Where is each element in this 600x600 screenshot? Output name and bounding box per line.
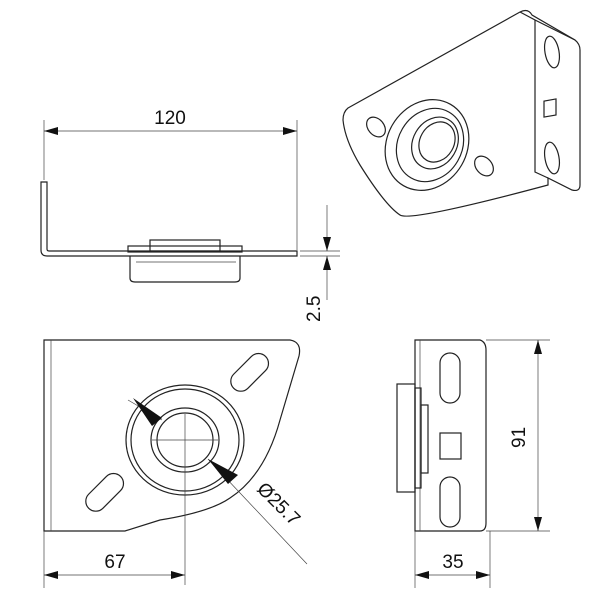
isometric-view [342, 9, 581, 217]
dimension-width-120: 120 [154, 108, 186, 129]
dimension-diameter: Ø25.7 [252, 479, 303, 530]
dimension-center-offset: 67 [104, 552, 125, 573]
dimension-thickness: 2.5 [304, 296, 325, 322]
side-view: 91 35 [396, 339, 550, 588]
top-view: 120 2.5 [40, 108, 340, 322]
front-view: Ø25.7 67 [43, 339, 308, 588]
dimension-height: 91 [509, 427, 530, 448]
dimension-depth: 35 [442, 552, 463, 573]
